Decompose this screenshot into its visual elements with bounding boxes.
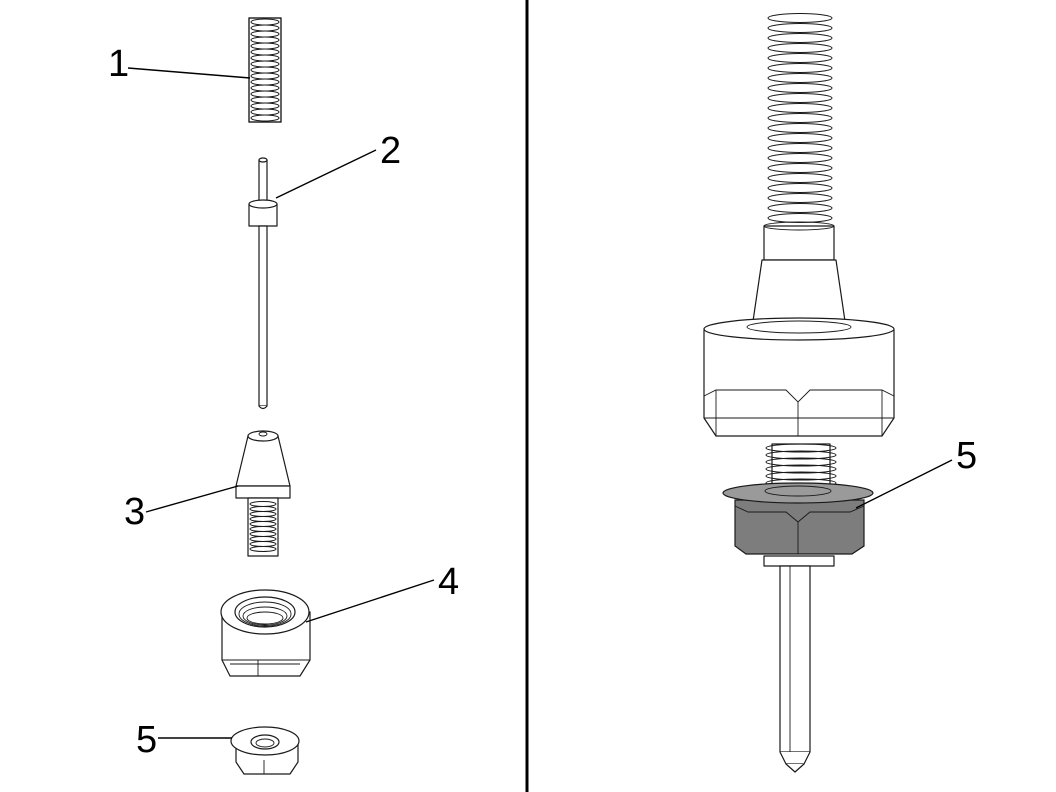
coil-turn [767,53,833,63]
coil-turn [767,93,833,103]
callout-label: 5 [956,435,977,477]
coil-turn [765,464,837,474]
flanged-nut-highlighted-icon [722,482,874,555]
coil-turn [767,183,833,193]
callout-label: 1 [108,43,129,85]
callout-5-left: 5 [136,719,232,761]
exploded-view-panel: 1 2 3 4 5 [108,17,459,775]
coil-turn [250,114,280,122]
coil-turn [767,83,833,93]
coil-turn [767,103,833,113]
coil-turn [767,113,833,123]
thread-icon [765,443,837,491]
coil-turn [767,73,833,83]
coil-turn [767,23,833,33]
coil-turn [767,13,833,23]
flanged-nut-icon [230,726,300,775]
coil-turn [767,173,833,183]
tapered-body-icon [235,430,291,557]
callout-3: 3 [124,485,239,533]
coil-turn [767,123,833,133]
hex-nut-icon [703,317,895,437]
callout-label: 4 [438,561,459,603]
callout-4: 4 [305,561,459,623]
coil-turn [767,43,833,53]
spring-icon [767,12,833,228]
coil-turn [767,213,833,223]
coil-turn [767,203,833,213]
coil-turn [767,163,833,173]
callout-5-right: 5 [855,435,977,509]
coil-turn [765,450,837,460]
coil-turn [767,63,833,73]
pin-icon [248,157,278,410]
coil-turn [249,546,277,552]
pin-icon [779,565,811,773]
callout-1: 1 [108,43,251,85]
callout-label: 5 [136,719,157,761]
assembled-view-panel: 5 [703,12,977,773]
coil-turn [767,133,833,143]
hex-nut-icon [220,589,311,677]
coil-turn [765,471,837,481]
coil-turn [767,33,833,43]
coil-turn [767,153,833,163]
coil-turn [765,457,837,467]
coil-turn [765,443,837,453]
coil-turn [767,143,833,153]
callout-label: 3 [124,491,145,533]
spring-icon [248,17,282,123]
callout-label: 2 [380,130,401,172]
coil-turn [767,193,833,203]
callout-2: 2 [275,130,401,199]
